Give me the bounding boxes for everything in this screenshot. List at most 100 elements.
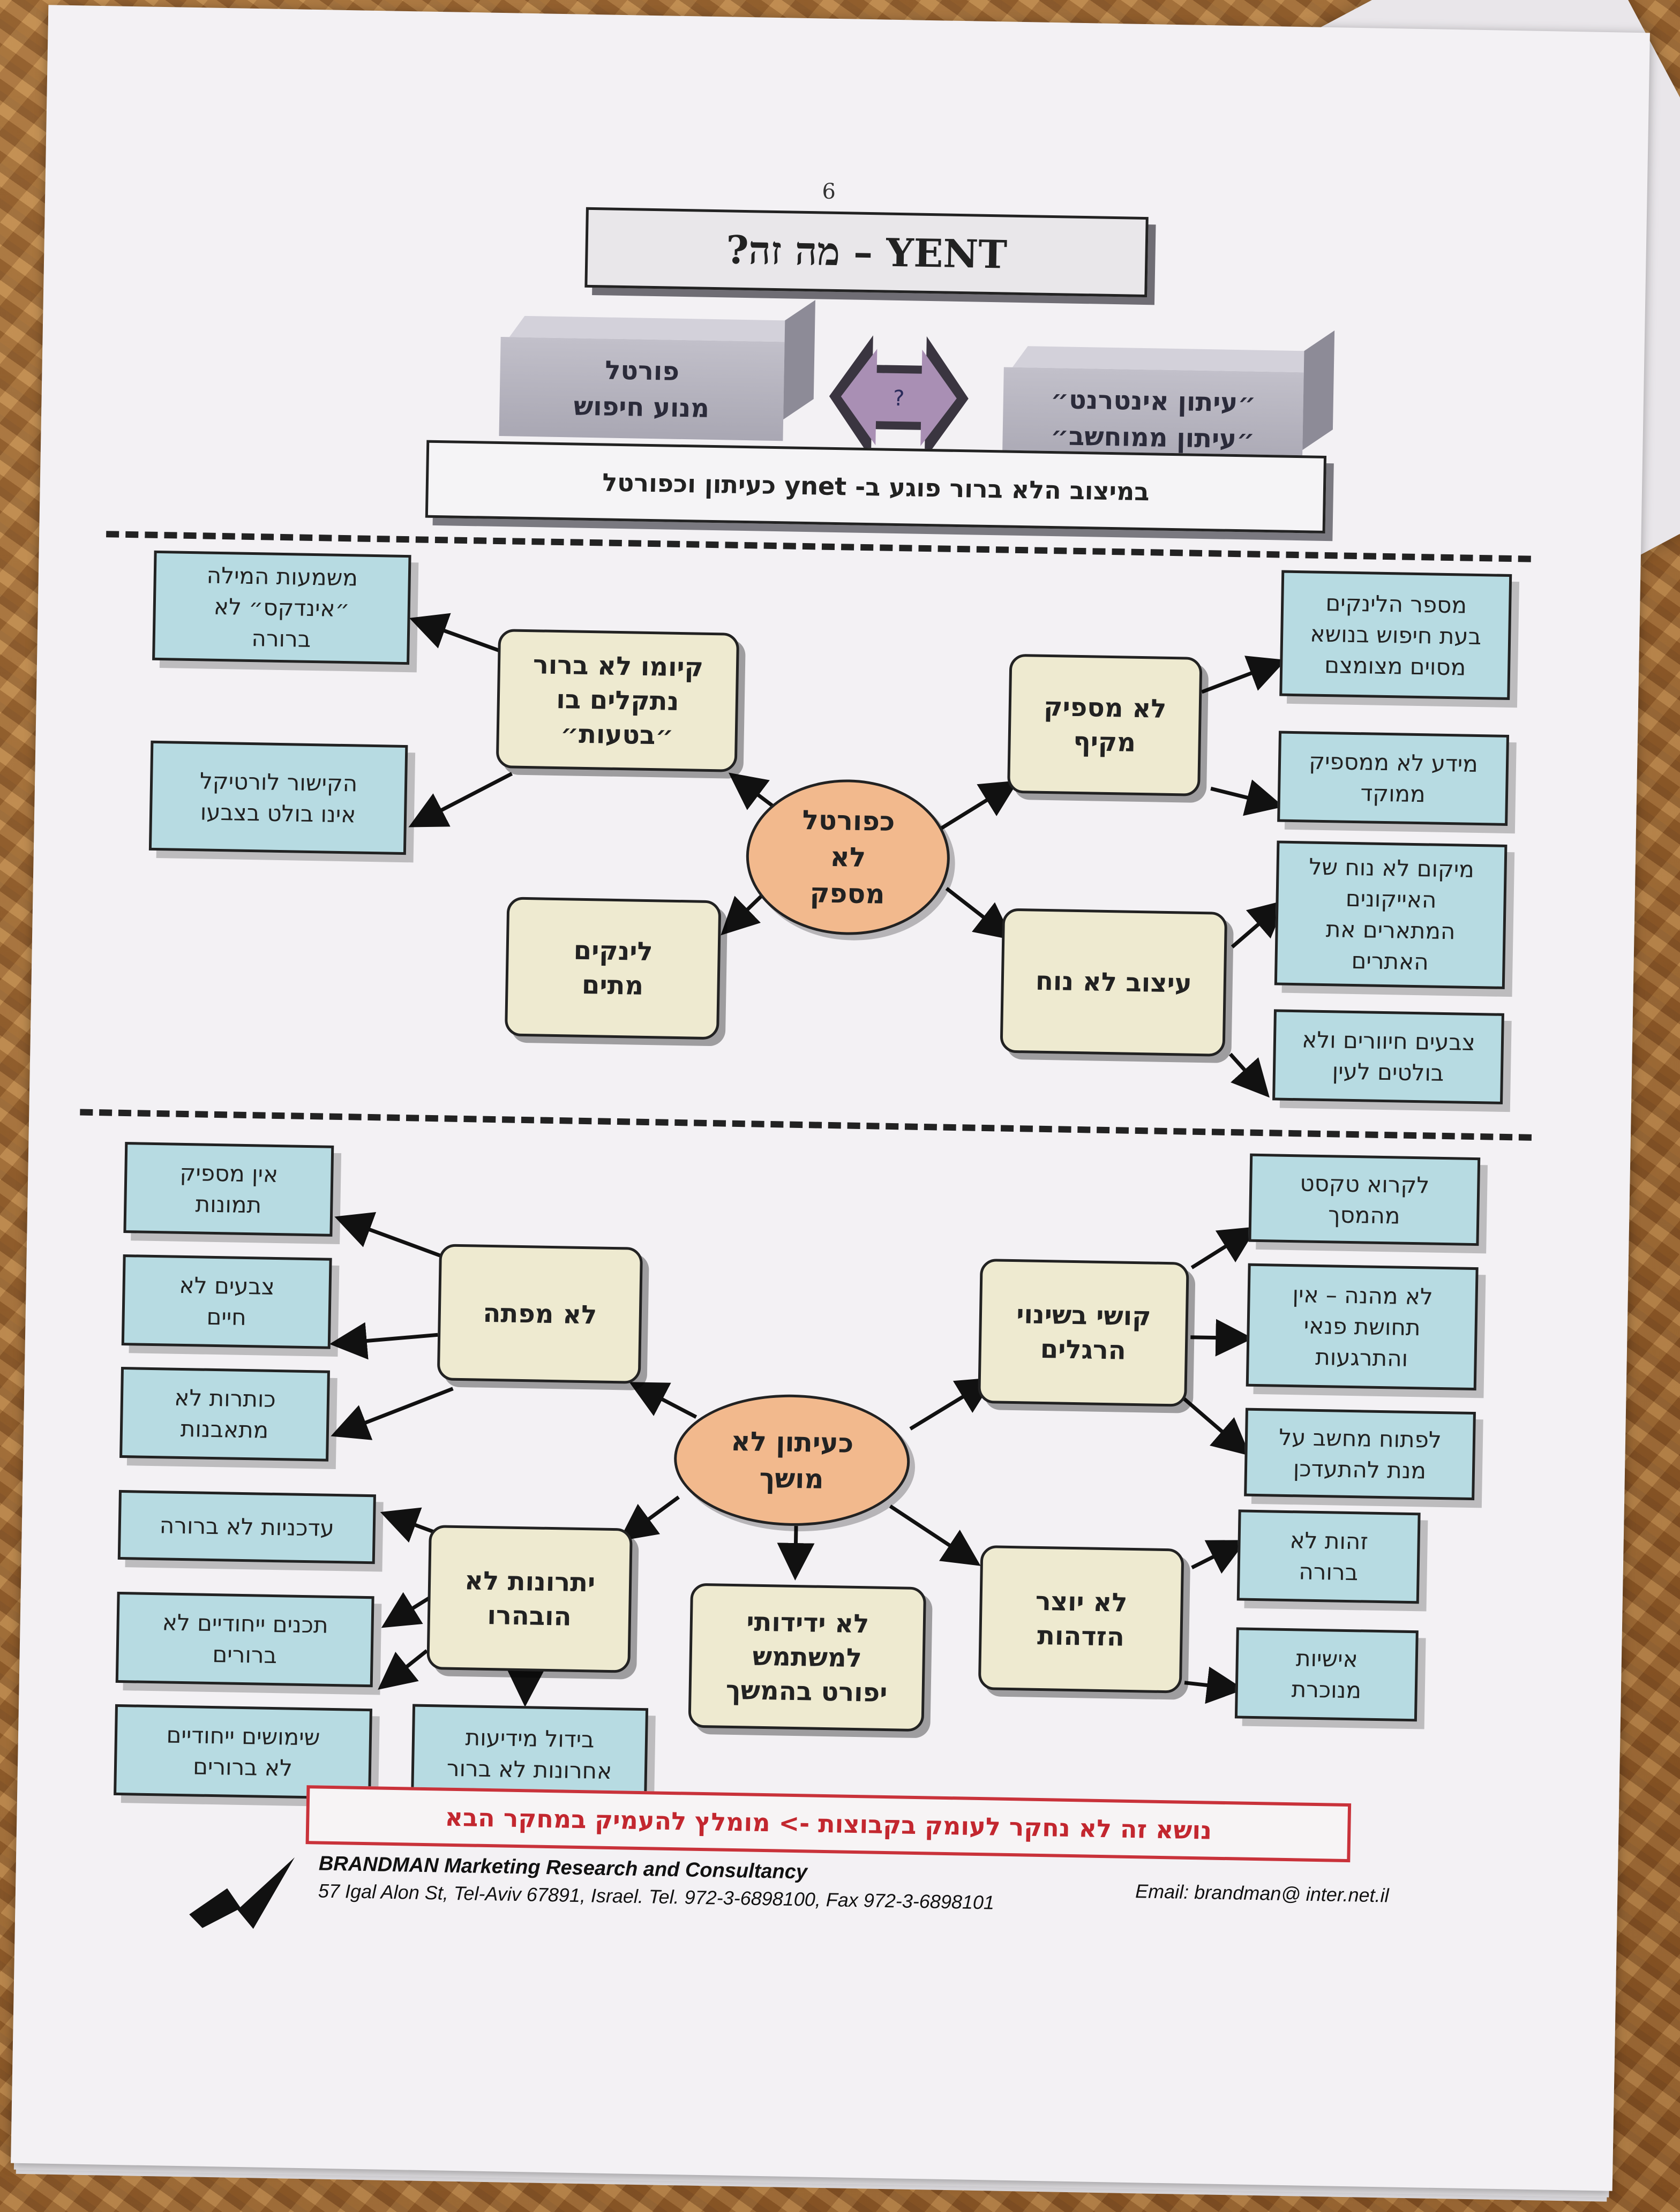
node-line: לא מספיק: [1043, 691, 1167, 724]
node-existence-unclear: קיומו לא ברור נתקלים בו ״בטעות״: [496, 629, 740, 772]
leaf-line: זהות לא: [1289, 1527, 1369, 1555]
node-line: מקיף: [1072, 726, 1136, 758]
leaf-titles: כותרות לא מתאבנות: [119, 1366, 330, 1462]
leaf-line: מנוכרת: [1291, 1676, 1362, 1704]
leaf-line: מתאבנות: [180, 1415, 269, 1443]
node-line: למשתמש: [752, 1641, 862, 1674]
leaf-updates-unclear: עדכניות לא ברורה: [117, 1489, 376, 1564]
research-note: נושא זה לא נחקר לעומק בקבוצות -> מומלץ ל…: [305, 1785, 1352, 1863]
leaf-line: מידע לא ממספיק: [1308, 748, 1479, 777]
leaf-unfocused-info: מידע לא ממספיק ממוקד: [1277, 731, 1510, 826]
leaf-line: ברורה: [1298, 1558, 1359, 1586]
leaf-line: תחושת פנאי: [1303, 1312, 1421, 1341]
leaf-line: אינו בולט בצבעו: [200, 798, 356, 827]
leaf-line: אחרונות לא ברור: [446, 1755, 612, 1785]
page-title: YENT – מה זה?: [584, 207, 1149, 298]
portal-label: פורטל: [604, 355, 680, 387]
leaf-line: הקישור לורטיקל: [199, 767, 358, 797]
leaf-not-enjoyable: לא מהנה – אין תחושת פנאי והתרגעות: [1246, 1263, 1479, 1391]
document-page: 6 YENT – מה זה? פורטל מנוע חיפוש ? ״עיתו…: [11, 5, 1650, 2191]
leaf-line: לפתוח מחשב על: [1278, 1424, 1442, 1453]
footer-email: Email: brandman@ inter.net.il: [1135, 1880, 1389, 1907]
node-line: נתקלים בו: [556, 684, 679, 717]
leaf-reading-screen: לקרוא טקסט מהמסך: [1248, 1153, 1481, 1246]
internet-newspaper-label: ״עיתון אינטרנט״: [1050, 384, 1256, 418]
node-line: יתרונות לא: [464, 1566, 596, 1598]
node-line: לא מפתה: [483, 1298, 597, 1330]
node-line: מתים: [581, 969, 644, 1001]
leaf-dull-colors: צבעים לא חיים: [121, 1254, 332, 1349]
positioning-statement: במיצוב הלא ברור פוגע ב- ynet כעיתון וכפו…: [425, 440, 1327, 533]
node-line: ״בטעות״: [560, 719, 674, 751]
node-advantages-unclear: יתרונות לא הובהרו: [426, 1525, 633, 1673]
leaf-line: אין מספיק: [179, 1159, 279, 1188]
search-engine-label: מנוע חיפוש: [573, 390, 710, 424]
dashed-divider-middle: [80, 1109, 1532, 1141]
brandman-logo-icon: [189, 1857, 295, 1929]
node-not-user-friendly: לא ידידותי למשתמש יפורט בהמשך: [688, 1583, 927, 1732]
leaf-line: חיים: [206, 1303, 247, 1331]
node-dead-links: לינקים מתים: [504, 897, 722, 1040]
question-mark: ?: [893, 386, 905, 411]
leaf-pale-colors: צבעים חיוורים ולא בולטים לעין: [1272, 1009, 1504, 1104]
leaf-line: ברורה: [251, 625, 311, 652]
hub-line-2: לא: [830, 841, 866, 874]
leaf-line: תמונות: [195, 1191, 262, 1218]
node-line: הובהרו: [487, 1600, 572, 1632]
leaf-line: לא ברורים: [192, 1753, 293, 1781]
page-number: 6: [822, 179, 836, 204]
node-no-identification: לא יוצר הזדהות: [978, 1545, 1184, 1694]
leaf-line: אישיות: [1295, 1645, 1359, 1673]
leaf-line: והתרגעות: [1315, 1343, 1408, 1372]
portal-block: פורטל מנוע חיפוש: [499, 337, 785, 441]
hub-line-1: כעיתון לא: [730, 1425, 854, 1459]
leaf-line: שימושים ייחודיים: [166, 1721, 320, 1751]
node-not-tempting: לא מפתה: [437, 1244, 643, 1384]
hub-line-2: מושך: [759, 1462, 824, 1495]
leaf-number-of-links: מספר הלינקים בעת חיפוש בנושא מסוים מצומצ…: [1279, 570, 1512, 701]
node-line: קושי בשינוי: [1016, 1299, 1152, 1332]
leaf-line: האייקונים: [1345, 885, 1437, 913]
leaf-line: עדכניות לא ברורה: [159, 1512, 335, 1541]
leaf-line: תכנים ייחודיים לא: [162, 1609, 329, 1638]
leaf-vertical-link: הקישור לורטיקל אינו בולט בצבעו: [148, 740, 408, 855]
double-arrow-icon: ?: [829, 335, 969, 460]
leaf-line: המתארים את: [1325, 916, 1456, 945]
leaf-line: צבעים חיוורים ולא: [1301, 1026, 1476, 1056]
hub-portal-insufficient: כפורטל לא מספק: [745, 778, 951, 937]
leaf-line: מיקום לא נוח של: [1309, 853, 1475, 883]
node-uncomfortable-design: עיצוב לא נוח: [1000, 908, 1228, 1057]
leaf-line: משמעות המילה: [206, 562, 358, 591]
hub-newspaper-unappealing: כעיתון לא מושך: [673, 1393, 911, 1528]
leaf-line: מהמסך: [1328, 1201, 1400, 1229]
leaf-not-enough-pictures: אין מספיק תמונות: [123, 1142, 334, 1237]
node-line: עיצוב לא נוח: [1035, 966, 1192, 999]
node-line: יפורט בהמשך: [725, 1675, 888, 1709]
leaf-identity-unclear: זהות לא ברורה: [1236, 1509, 1421, 1604]
leaf-alienated-personality: אישיות מנוכרת: [1234, 1627, 1419, 1722]
node-not-comprehensive: לא מספיק מקיף: [1007, 653, 1203, 796]
leaf-line: כותרות לא: [174, 1384, 276, 1413]
leaf-line: לקרוא טקסט: [1300, 1169, 1430, 1199]
leaf-line: בעת חיפוש בנושא: [1310, 620, 1482, 650]
leaf-line: האתרים: [1351, 947, 1429, 975]
node-line: הרגלים: [1040, 1334, 1127, 1366]
leaf-line: מסוים מצומצם: [1324, 651, 1466, 681]
leaf-index-meaning: משמעות המילה ״אינדקס״ לא ברורה: [152, 550, 411, 665]
node-habit-change: קושי בשינוי הרגלים: [978, 1258, 1189, 1407]
node-line: קיומו לא ברור: [532, 650, 704, 683]
leaf-line: מנת להתעדכן: [1293, 1455, 1427, 1484]
leaf-line: צבעים לא: [179, 1271, 275, 1300]
leaf-line: בולטים לעין: [1332, 1058, 1444, 1086]
leaf-line: לא מהנה – אין: [1292, 1281, 1434, 1310]
leaf-line: מספר הלינקים: [1325, 589, 1467, 619]
leaf-line: ״אינדקס״ לא: [213, 593, 350, 622]
footer: BRANDMAN Marketing Research and Consulta…: [318, 1853, 995, 1914]
leaf-open-computer: לפתוח מחשב על מנת להתעדכן: [1244, 1408, 1476, 1501]
leaf-unique-content: תכנים ייחודיים לא ברורים: [115, 1591, 374, 1688]
leaf-line: בידול מידיעות: [465, 1724, 595, 1753]
hub-line-1: כפורטל: [802, 804, 895, 838]
leaf-line: ברורים: [212, 1641, 278, 1669]
node-line: הזדהות: [1037, 1620, 1125, 1652]
leaf-icon-placement: מיקום לא נוח של האייקונים המתארים את האת…: [1274, 840, 1508, 989]
